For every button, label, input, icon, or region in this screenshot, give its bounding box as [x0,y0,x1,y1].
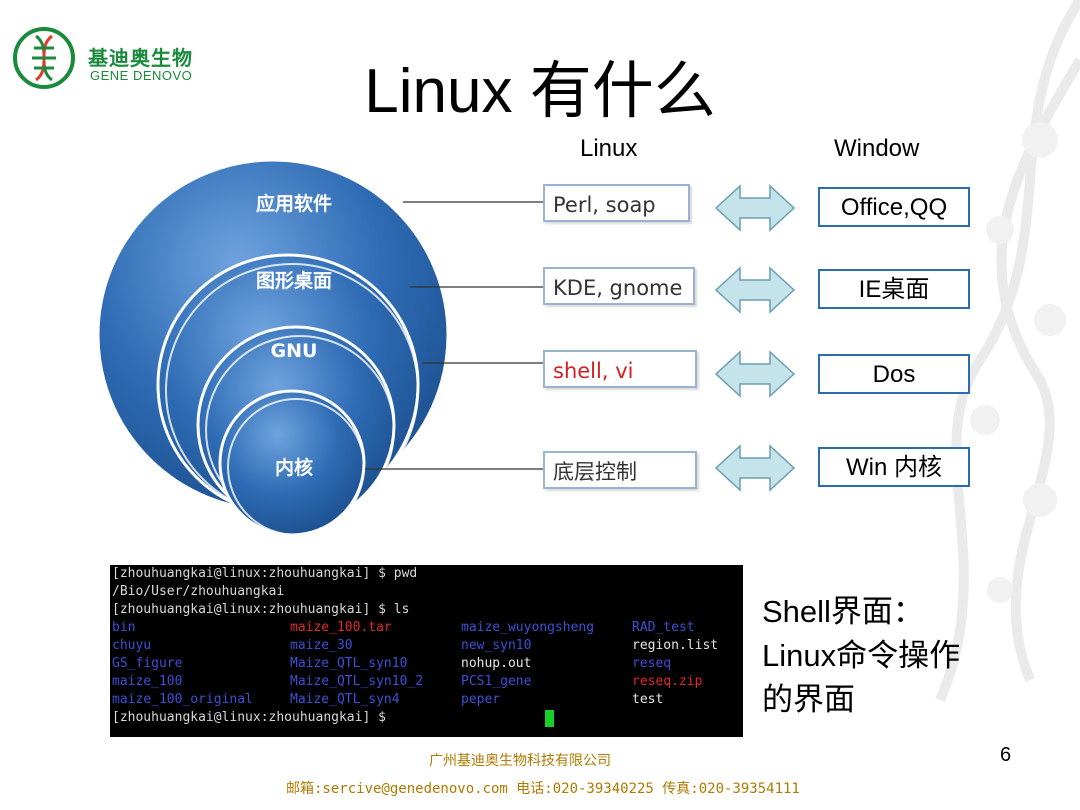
listing-item: maize_wuyongsheng [461,620,595,635]
listing-item: maize_100.tar [290,620,392,635]
footer-contact: 邮箱:sercive@genedenovo.com 电话:020-3934022… [286,781,800,797]
terminal-line: /Bio/User/zhouhuangkai [112,584,285,599]
company-logo: 基迪奥生物 GENE DENOVO [12,22,212,92]
shell-note-line: Linux命令操作 [762,638,961,673]
terminal-cursor [545,710,554,727]
terminal-prompt: [zhouhuangkai@linux:zhouhuangkai] $ [112,710,394,725]
double-arrow-icon [714,184,796,232]
terminal-line: [zhouhuangkai@linux:zhouhuangkai] $ pwd [112,566,418,581]
listing-item: Maize_QTL_syn10_2 [290,674,424,689]
listing-item: maize_30 [290,638,353,653]
footer-company: 广州基迪奥生物科技有限公司 [429,753,611,769]
double-arrow-icon [714,350,796,398]
logo-name-cn: 基迪奥生物 [88,46,193,70]
layer-circle-kernel [218,389,366,537]
column-heading-linux: Linux [580,135,638,162]
window-box-desktop: IE桌面 [818,269,970,309]
page-number: 6 [1000,744,1012,766]
layer-label-applications: 应用软件 [255,193,332,215]
listing-item: RAD_test [632,620,695,635]
layer-label-gnu: GNU [270,340,318,362]
shell-note-line: Shell界面： [762,594,924,629]
double-arrow-icon [714,444,796,492]
listing-item: chuyu [112,638,152,653]
listing-item: region.list [632,638,719,653]
listing-item: GS_figure [112,656,183,671]
listing-item: test [632,692,664,707]
shell-note-line: 的界面 [762,682,855,717]
linux-box-gnu: shell, vi [543,350,697,388]
listing-item: reseq [632,656,672,671]
dna-logo-icon [13,27,75,89]
listing-item: bin [112,620,136,635]
shell-note: Shell界面： Linux命令操作 的界面 [762,590,1062,722]
listing-item: PCS1_gene [461,674,532,689]
window-box-kernel: Win 内核 [818,447,970,487]
listing-item: maize_100 [112,674,183,689]
window-box-applications: Office,QQ [818,187,970,227]
listing-item: new_syn10 [461,638,532,653]
window-box-gnu: Dos [818,354,970,394]
slide-title: Linux 有什么 [364,57,716,126]
logo-name-en: GENE DENOVO [90,68,193,83]
linux-box-desktop: KDE, gnome [543,267,695,305]
listing-item: Maize_QTL_syn10 [290,656,408,671]
listing-item: reseq.zip [632,674,703,689]
terminal-screenshot: [zhouhuangkai@linux:zhouhuangkai] $ pwd … [110,565,743,737]
layer-label-kernel: 内核 [274,457,313,479]
linux-box-applications: Perl, soap [543,184,690,222]
terminal-line: [zhouhuangkai@linux:zhouhuangkai] $ ls [112,602,410,617]
listing-item: peper [461,692,501,707]
linux-box-kernel: 底层控制 [543,451,697,489]
column-heading-window: Window [834,135,920,162]
layer-label-desktop: 图形桌面 [255,270,332,292]
listing-item: maize_100_original [112,692,253,707]
listing-item: Maize_QTL_syn4 [290,692,400,707]
listing-item: nohup.out [461,656,532,671]
layer-diagram [96,158,796,537]
double-arrow-icon [714,266,796,314]
